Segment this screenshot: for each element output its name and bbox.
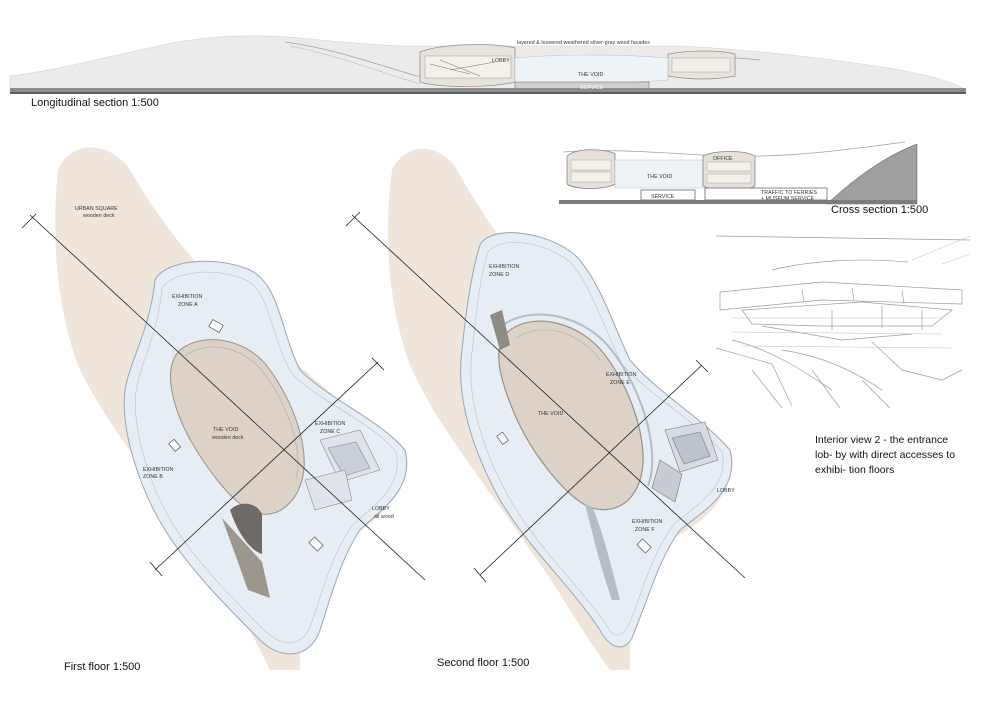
cross-traffic-label-1: TRAFFIC TO FERRIES	[761, 190, 818, 196]
first-void-sub-label: wooden deck	[212, 435, 244, 441]
urban-square-label: URBAN SQUARE	[75, 206, 118, 212]
second-floor-cut-line-a	[351, 214, 746, 579]
longitudinal-section-drawing: layered & louvered weathered silver-gray…	[9, 35, 966, 94]
zone-c-label-1: EXHIBITION	[315, 421, 346, 427]
second-lobby-label: LOBBY	[717, 488, 735, 494]
longitudinal-void-label: THE VOID	[578, 72, 603, 78]
second-floor-caption: Second floor 1:500	[437, 657, 530, 669]
interior-view-caption: Interior view 2 - the entrance lob- by w…	[815, 434, 956, 476]
cross-ground	[559, 200, 917, 204]
first-floor-cut-line-a	[29, 214, 426, 581]
second-floor-cut-line-b	[479, 364, 703, 576]
second-floor-plan: EXHIBITION ZONE D THE VOID EXHIBITION ZO…	[345, 148, 746, 671]
cross-hill	[826, 143, 918, 205]
longitudinal-section-caption: Longitudinal section 1:500	[31, 97, 159, 109]
zone-a-label-1: EXHIBITION	[172, 294, 203, 300]
zone-b-label-2: ZONE B	[143, 474, 163, 480]
zone-b-label-1: EXHIBITION	[143, 467, 174, 473]
cross-traffic-label-2: + MUSEUM SERVICE	[761, 196, 815, 202]
first-floor-plan: URBAN SQUARE wooden deck EXHIBITION ZONE…	[21, 147, 426, 670]
second-floor-void	[498, 320, 644, 511]
zone-a-label-2: ZONE A	[178, 302, 198, 308]
zone-e-label-2: ZONE E	[610, 380, 630, 386]
first-floor-cut-line-b	[154, 361, 379, 571]
second-void-label: THE VOID	[538, 411, 563, 417]
first-floor-ramp	[230, 503, 262, 554]
cross-section-drawing: OFFICE THE VOID SERVICE TRAFFIC TO FERRI…	[559, 141, 918, 205]
longitudinal-service-label: SERVICE	[580, 85, 604, 91]
first-floor-caption: First floor 1:500	[64, 661, 141, 673]
cross-office-label: OFFICE	[713, 156, 733, 162]
cross-service-label: SERVICE	[651, 194, 675, 200]
zone-d-label-2: ZONE D	[489, 272, 509, 278]
section-void-glass	[514, 54, 669, 84]
zone-f-label-2: ZONE F	[635, 527, 655, 533]
zone-c-label-2: ZONE C	[320, 429, 340, 435]
zone-e-label-1: EXHIBITION	[606, 372, 637, 378]
cross-void-label: THE VOID	[647, 174, 672, 180]
first-lobby-sub-label: all wood	[374, 514, 394, 520]
first-void-label: THE VOID	[213, 427, 238, 433]
zone-d-label-1: EXHIBITION	[489, 264, 520, 270]
section-ground-plate	[10, 88, 966, 93]
urban-square-sub-label: wooden deck	[83, 213, 115, 219]
second-floor-lobby-stairs	[651, 421, 719, 503]
zone-f-label-1: EXHIBITION	[632, 519, 663, 525]
longitudinal-lobby-label: LOBBY	[492, 58, 510, 64]
interior-view-sketch	[715, 235, 971, 409]
cross-section-caption: Cross section 1:500	[831, 204, 929, 216]
first-lobby-label: LOBBY	[372, 506, 390, 512]
facade-note-label: layered & louvered weathered silver-gray…	[517, 40, 650, 46]
